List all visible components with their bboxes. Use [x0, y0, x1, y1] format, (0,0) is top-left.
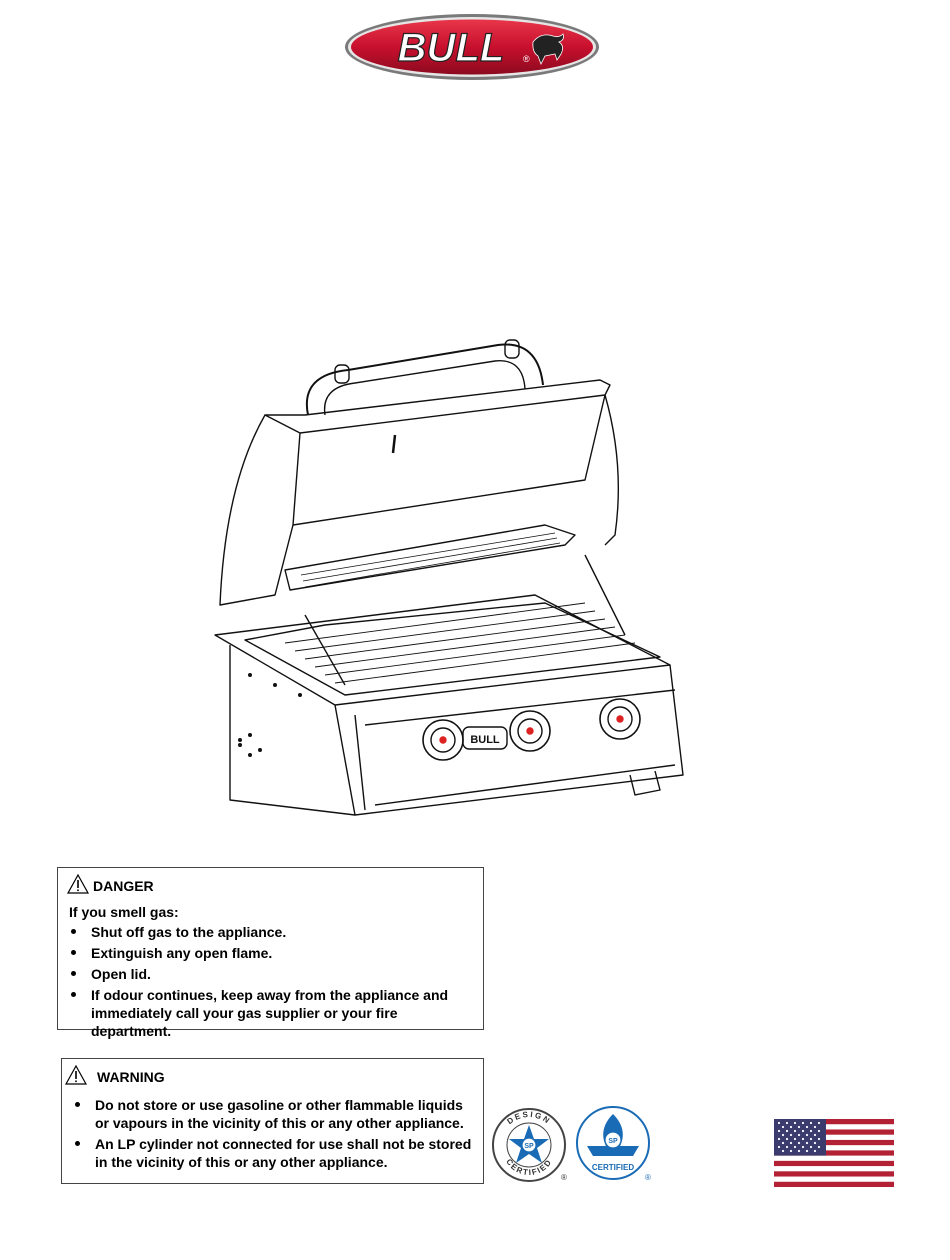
warning-triangle-icon: [65, 1065, 87, 1085]
danger-title: DANGER: [93, 878, 154, 894]
svg-text:CERTIFIED: CERTIFIED: [592, 1163, 634, 1172]
control-knob-left-icon: [422, 719, 464, 761]
list-item: Do not store or use gasoline or other fl…: [75, 1096, 475, 1132]
svg-text:SP: SP: [524, 1143, 534, 1150]
bull-emblem-icon: [532, 33, 564, 65]
certified-flame-seal-icon: SP CERTIFIED ®: [576, 1106, 651, 1182]
design-certified-seal-icon: DESIGN CERTIFIED SP ®: [492, 1108, 567, 1182]
list-item: If odour continues, keep away from the a…: [71, 986, 461, 1040]
list-item: Extinguish any open flame.: [71, 944, 461, 962]
svg-text:®: ®: [561, 1173, 567, 1182]
brand-registered-mark: ®: [523, 54, 530, 64]
list-item: An LP cylinder not connected for use sha…: [75, 1135, 475, 1171]
grill-illustration: BULL: [214, 339, 684, 816]
danger-intro: If you smell gas:: [69, 904, 179, 920]
brand-name: BULL: [398, 26, 505, 70]
control-panel-badge-icon: [462, 726, 508, 750]
warning-list: Do not store or use gasoline or other fl…: [75, 1096, 475, 1174]
us-flag-icon: [774, 1119, 894, 1187]
svg-text:SP: SP: [608, 1138, 618, 1145]
list-item: Open lid.: [71, 965, 461, 983]
svg-text:®: ®: [645, 1173, 651, 1182]
danger-heading: DANGER: [67, 874, 154, 894]
control-knob-right-icon: [599, 698, 641, 740]
svg-text:BULL: BULL: [470, 734, 500, 746]
warning-title: WARNING: [97, 1069, 165, 1085]
danger-list: Shut off gas to the appliance. Extinguis…: [71, 923, 461, 1043]
danger-notice: DANGER If you smell gas: Shut off gas to…: [57, 867, 484, 1039]
bull-logo: BULL ®: [345, 14, 599, 80]
control-knob-center-icon: [509, 710, 551, 752]
warning-notice: WARNING Do not store or use gasoline or …: [61, 1058, 484, 1184]
warning-heading: WARNING: [65, 1065, 165, 1085]
list-item: Shut off gas to the appliance.: [71, 923, 461, 941]
warning-triangle-icon: [67, 874, 89, 894]
